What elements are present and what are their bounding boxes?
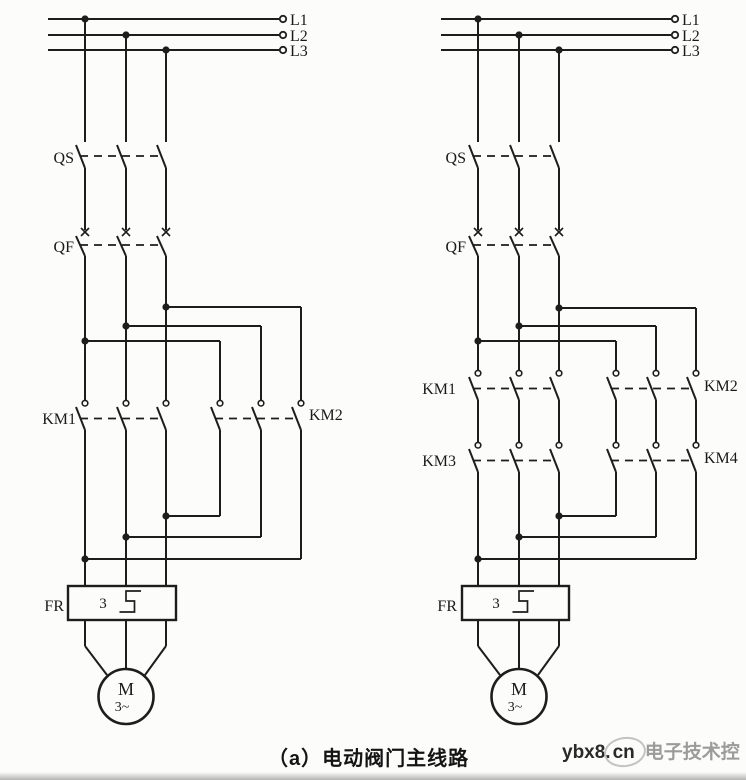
terminal-l1 <box>670 14 680 24</box>
km4-pole-3 <box>686 441 700 473</box>
fr-heater-symbol <box>119 590 141 613</box>
qf-label: QF <box>446 239 467 256</box>
terminal-l2 <box>670 30 680 40</box>
qf-pole-3 <box>156 227 171 257</box>
km1-pole-3 <box>549 369 563 401</box>
phase-label-l1: L1 <box>290 12 308 29</box>
km3-pole-3 <box>549 441 563 473</box>
qf-pole-2 <box>116 227 131 257</box>
figure-caption: （a）电动阀门主线路 <box>268 748 470 770</box>
motor-left: M 3~ <box>84 620 167 726</box>
km3-label: KM3 <box>422 453 456 470</box>
km2-pole-3 <box>686 369 700 401</box>
km1-pole-1 <box>468 369 482 401</box>
qs-pole-3 <box>156 144 167 169</box>
km4-pole-2 <box>646 441 660 473</box>
watermark-cn: cn <box>612 742 635 763</box>
qf-pole-2 <box>509 227 524 257</box>
watermark-site: ybx8. <box>562 742 611 763</box>
motor-right: M 3~ <box>477 620 560 726</box>
right-diagram: L1 L2 L3 QS <box>422 12 738 726</box>
left-diagram: L1 L2 L3 QS <box>42 12 343 726</box>
km2-pole-2 <box>251 399 265 431</box>
power-bus-left: L1 L2 L3 <box>48 12 308 60</box>
crossover-wires-right <box>474 472 697 563</box>
contactor-km1-left: KM1 <box>42 399 170 431</box>
km4-label: KM4 <box>704 450 738 467</box>
fr-box <box>66 584 178 622</box>
qf-pole-3 <box>549 227 564 257</box>
qs-label: QS <box>446 150 466 167</box>
km2-pole-1 <box>210 399 224 431</box>
motor-circle <box>490 667 548 726</box>
km1-pole-2 <box>116 399 130 431</box>
circuit-breaker-qf-left: QF <box>54 227 171 257</box>
phase-label-l2: L2 <box>682 28 700 45</box>
terminal-l3 <box>670 45 680 55</box>
fr-label: FR <box>437 598 457 615</box>
motor-type-label: 3~ <box>508 700 523 715</box>
watermark-name: 电子技术控 <box>644 742 740 763</box>
fr-box <box>460 584 571 622</box>
contactor-km4-right: KM4 <box>606 441 738 473</box>
motor-circle <box>97 667 155 726</box>
phase-label-l3: L3 <box>682 43 700 60</box>
terminal-l2 <box>278 30 288 40</box>
phase-wires-right <box>477 19 560 586</box>
km1-label: KM1 <box>422 381 456 398</box>
thermal-relay-fr-left: FR 3 <box>44 584 178 622</box>
contactor-km2-left: KM2 <box>210 399 343 431</box>
fr-heater-symbol <box>512 590 534 613</box>
km2-branch-wires-right <box>474 304 697 442</box>
km2-pole-3 <box>291 399 305 431</box>
km4-pole-1 <box>606 441 620 473</box>
bottom-edge-shadow <box>0 772 746 780</box>
km2-label: KM2 <box>309 407 343 424</box>
fr-label: FR <box>44 598 64 615</box>
qf-pole-1 <box>468 227 483 257</box>
km2-pole-2 <box>646 369 660 401</box>
km2-label: KM2 <box>704 378 738 395</box>
terminal-l1 <box>278 14 288 24</box>
contactor-km3-right: KM3 <box>422 441 563 473</box>
terminal-l3 <box>278 45 288 55</box>
contactor-km1-right: KM1 <box>422 369 563 401</box>
thermal-relay-fr-right: FR 3 <box>437 584 571 622</box>
phase-label-l1: L1 <box>682 12 700 29</box>
km1-pole-3 <box>156 399 170 431</box>
phase-label-l3: L3 <box>290 43 308 60</box>
km3-pole-1 <box>468 441 482 473</box>
qs-label: QS <box>54 150 74 167</box>
qs-pole-3 <box>549 144 560 169</box>
motor-label: M <box>118 679 134 699</box>
contactor-km2-right: KM2 <box>606 369 738 401</box>
fr-pole-count: 3 <box>99 596 107 612</box>
km1-label: KM1 <box>42 411 76 428</box>
motor-label: M <box>511 679 527 699</box>
km2-pole-1 <box>606 369 620 401</box>
km1-pole-1 <box>75 399 89 431</box>
crossover-wires-left <box>81 430 302 563</box>
disconnect-switch-qs-left: QS <box>54 144 167 169</box>
disconnect-switch-qs-right: QS <box>446 144 560 169</box>
km2-branch-wires-left <box>81 303 302 400</box>
phase-label-l2: L2 <box>290 28 308 45</box>
km3-pole-2 <box>509 441 523 473</box>
watermark: ybx8.cn 电子技术控 <box>562 737 740 764</box>
circuit-breaker-qf-right: QF <box>446 227 564 257</box>
power-bus-right: L1 L2 L3 <box>441 12 700 60</box>
phase-wires-left <box>84 19 167 586</box>
km1-pole-2 <box>509 369 523 401</box>
fr-pole-count: 3 <box>492 596 500 612</box>
qf-pole-1 <box>75 227 90 257</box>
qf-label: QF <box>54 239 75 256</box>
motor-type-label: 3~ <box>115 700 130 715</box>
